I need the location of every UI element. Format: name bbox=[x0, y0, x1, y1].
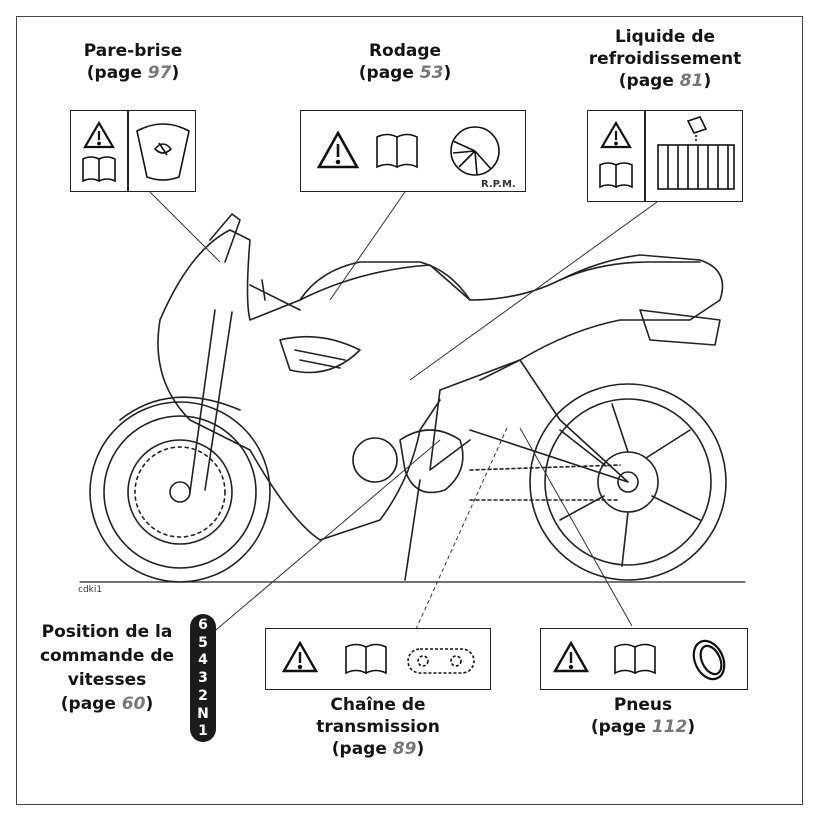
label-box-pneus bbox=[540, 628, 748, 690]
front-fork bbox=[189, 309, 233, 493]
front-wheel bbox=[89, 401, 271, 583]
label-pare-brise: Pare-brise (page 97) bbox=[58, 40, 208, 84]
label-pare-brise-title: Pare-brise bbox=[83, 41, 183, 61]
label-chaine-page: (page 89) bbox=[331, 739, 425, 759]
gear-4: 4 bbox=[198, 652, 208, 669]
gear-3: 3 bbox=[198, 670, 208, 686]
drive-chain bbox=[469, 464, 621, 501]
warning-icon bbox=[600, 120, 632, 149]
label-pneus-page: (page 112) bbox=[590, 717, 696, 737]
warning-icon bbox=[552, 640, 590, 673]
manual-book-icon bbox=[376, 133, 418, 169]
gear-5: 5 bbox=[198, 634, 208, 651]
page-frame bbox=[16, 16, 803, 805]
frame bbox=[429, 359, 629, 483]
label-chaine-title1: Chaîne de bbox=[330, 695, 426, 715]
label-pare-brise-page: (page 97) bbox=[86, 63, 180, 83]
label-chaine-title2: transmission bbox=[316, 717, 440, 737]
label-box-rodage: R.P.M. bbox=[300, 110, 526, 192]
windscreen bbox=[209, 213, 241, 263]
gear-2: 2 bbox=[198, 687, 208, 704]
leader-pneus bbox=[519, 427, 633, 627]
manual-book-icon bbox=[345, 643, 387, 675]
label-position: Position de la commande de vitesses (pag… bbox=[24, 620, 190, 716]
gear-1: 1 bbox=[198, 723, 208, 740]
image-code: cdki1 bbox=[78, 585, 103, 595]
label-liquide-title1: Liquide de bbox=[614, 27, 716, 47]
label-position-line2: commande de bbox=[39, 646, 175, 666]
bodywork-upper bbox=[159, 229, 724, 381]
label-pneus: Pneus (page 112) bbox=[568, 694, 718, 738]
label-rodage-title: Rodage bbox=[368, 41, 442, 61]
gear-n: N bbox=[197, 705, 209, 722]
coolant-radiator-icon bbox=[657, 116, 735, 190]
leader-chaine bbox=[411, 427, 508, 639]
gear-6: 6 bbox=[198, 616, 208, 633]
manual-book-icon bbox=[614, 643, 656, 675]
label-liquide-page: (page 81) bbox=[618, 71, 712, 91]
label-box-pare-brise bbox=[70, 110, 196, 192]
tyre-icon bbox=[692, 639, 726, 681]
side-stand bbox=[404, 479, 421, 581]
seat bbox=[559, 261, 701, 281]
handlebar bbox=[249, 279, 301, 311]
tail-unit bbox=[639, 309, 721, 346]
label-box-chaine bbox=[265, 628, 491, 690]
rpm-caption: R.P.M. bbox=[481, 179, 516, 190]
label-rodage: Rodage (page 53) bbox=[330, 40, 480, 84]
leader-vitesses bbox=[209, 439, 441, 636]
warning-icon bbox=[316, 130, 360, 169]
tachometer-icon bbox=[450, 126, 500, 176]
leader-liquide bbox=[409, 201, 658, 381]
label-position-line3: vitesses bbox=[67, 670, 147, 690]
label-box-liquide bbox=[587, 110, 743, 202]
warning-icon bbox=[83, 120, 115, 149]
warning-icon bbox=[281, 640, 319, 673]
fairing-lower bbox=[157, 319, 441, 541]
rear-wheel bbox=[529, 383, 727, 581]
air-intake bbox=[279, 335, 361, 374]
engine-cover bbox=[352, 437, 398, 483]
label-chaine: Chaîne de transmission (page 89) bbox=[290, 694, 466, 760]
engine bbox=[399, 429, 464, 494]
leader-pare-brise bbox=[149, 191, 221, 263]
windscreen-icon bbox=[136, 123, 190, 181]
gear-position-indicator: 6 5 4 3 2 N 1 bbox=[190, 614, 216, 742]
label-position-line1: Position de la bbox=[41, 622, 173, 642]
label-pneus-title: Pneus bbox=[613, 695, 673, 715]
label-position-page: (page 60) bbox=[60, 694, 154, 714]
fuel-tank bbox=[299, 261, 471, 301]
label-rodage-page: (page 53) bbox=[358, 63, 452, 83]
drive-chain-icon bbox=[407, 648, 475, 674]
leader-rodage bbox=[329, 191, 406, 301]
leader-lines bbox=[149, 191, 658, 639]
label-liquide: Liquide de refroidissement (page 81) bbox=[565, 26, 765, 92]
manual-book-icon bbox=[599, 162, 633, 189]
label-liquide-title2: refroidissement bbox=[588, 49, 742, 69]
manual-book-icon bbox=[82, 156, 116, 183]
